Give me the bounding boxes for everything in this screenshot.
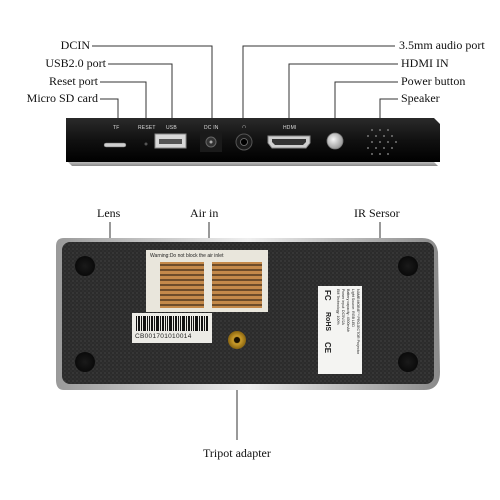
leader-usb (108, 63, 173, 118)
leader-speaker (379, 98, 398, 118)
label-reset-port: Reset port (49, 74, 98, 88)
label-ir-sensor: IR Sersor (354, 206, 400, 220)
spec-line: Light Source: RGB LED (351, 289, 355, 327)
foot-bottom-left (75, 352, 95, 372)
port-label-tf: TF (113, 125, 120, 131)
tf-slot (103, 142, 127, 148)
label-hdmi-in: HDMI IN (401, 56, 449, 70)
port-label-audio: ∩ (242, 124, 247, 130)
label-dcin: DCIN (60, 38, 90, 52)
port-label-dcin: DC IN (204, 125, 219, 131)
label-speaker: Speaker (401, 91, 440, 105)
spec-line: Power input: DC5V/2A (341, 289, 345, 325)
spec-label (318, 286, 362, 374)
label-lens: Lens (97, 206, 121, 220)
port-label-hdmi: HDMI (283, 125, 297, 131)
ce-mark: CE (323, 342, 332, 354)
label-air-in: Air in (190, 206, 219, 220)
spec-line: NAME:MOBIE™ PROJECTOR Projector (356, 289, 360, 355)
label-micro-sd: Micro SD card (26, 91, 98, 105)
barcode-number: CB001701010014 (135, 333, 192, 340)
speaker-grille (367, 129, 397, 155)
warning-text: Warning:Do not block the air inlet (150, 253, 224, 259)
leader-reset (100, 81, 147, 118)
label-usb-port: USB2.0 port (45, 56, 106, 70)
label-audio-port: 3.5mm audio port (399, 38, 485, 52)
barcode (136, 316, 208, 331)
spec-line: Battery capacity: 4500mAh (346, 289, 350, 332)
port-label-usb: USB (166, 125, 177, 131)
device-side-body (66, 118, 440, 162)
label-tripot-adapter: Tripot adapter (203, 446, 271, 460)
foot-top-right (398, 256, 418, 276)
leader-dcin (92, 45, 213, 118)
leader-sd (100, 98, 119, 118)
air-vent-grille (160, 262, 262, 308)
foot-top-left (75, 256, 95, 276)
leader-hdmi (288, 63, 398, 118)
label-power-button: Power button (401, 74, 466, 88)
rohs-mark: RoHS (324, 312, 331, 332)
foot-bottom-right (398, 352, 418, 372)
power-button (326, 132, 344, 150)
leader-power (334, 81, 398, 118)
leader-audio (242, 45, 395, 118)
spec-line: EM Technology: 100% (336, 289, 340, 325)
reset-hole (144, 142, 148, 146)
fcc-mark: FC (323, 290, 332, 301)
spec-label-text: NAME:MOBIE™ PROJECTOR Projector Light So… (318, 286, 362, 374)
port-label-reset: RESET (138, 125, 156, 131)
